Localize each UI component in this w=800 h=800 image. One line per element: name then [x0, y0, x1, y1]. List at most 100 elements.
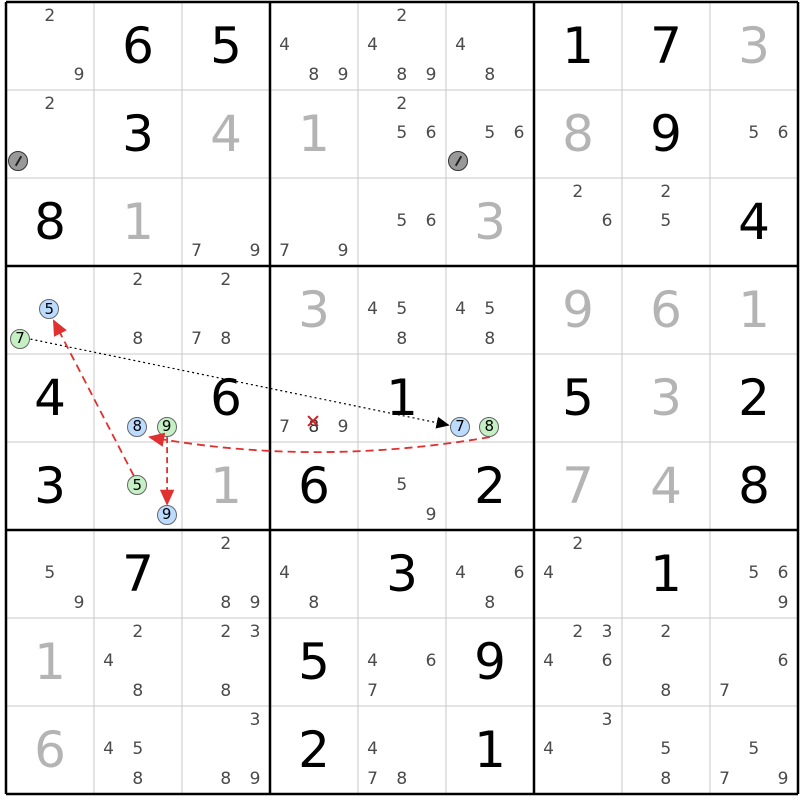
cell-r9c6[interactable]: 1 [446, 706, 534, 794]
cell-r9c4[interactable]: 2 [270, 706, 358, 794]
cell-r7c2[interactable]: 7 [94, 530, 182, 618]
cell-r3c2[interactable]: 1 [94, 178, 182, 266]
cell-r2c1[interactable]: 2 [6, 90, 94, 178]
cell-r1c2[interactable]: 6 [94, 2, 182, 90]
cell-digit: 1 [474, 721, 506, 779]
cell-r6c1[interactable]: 3 [6, 442, 94, 530]
candidate-5: 5 [396, 211, 408, 232]
cell-r9c1[interactable]: 6 [6, 706, 94, 794]
cell-r1c7[interactable]: 1 [534, 2, 622, 90]
cell-r3c9[interactable]: 4 [710, 178, 798, 266]
cell-r6c8[interactable]: 4 [622, 442, 710, 530]
cell-r1c8[interactable]: 7 [622, 2, 710, 90]
cell-r8c6[interactable]: 9 [446, 618, 534, 706]
cell-r6c4[interactable]: 6 [270, 442, 358, 530]
cell-r4c7[interactable]: 9 [534, 266, 622, 354]
candidate-6: 6 [513, 123, 525, 144]
candidate-8: 8 [660, 768, 672, 789]
candidate-6: 6 [777, 651, 789, 672]
cell-r3c1[interactable]: 8 [6, 178, 94, 266]
candidate-5: 5 [44, 563, 56, 584]
cell-r2c3[interactable]: 4 [182, 90, 270, 178]
cell-r6c6[interactable]: 2 [446, 442, 534, 530]
cell-r5c5[interactable]: 1 [358, 354, 446, 442]
candidate-9: 9 [337, 416, 349, 437]
cell-r2c2[interactable]: 3 [94, 90, 182, 178]
cell-r1c9[interactable]: 3 [710, 2, 798, 90]
candidate-3: 3 [601, 622, 613, 642]
cell-r7c8[interactable]: 1 [622, 530, 710, 618]
cell-r2c4[interactable]: 1 [270, 90, 358, 178]
cell-r2c8[interactable]: 9 [622, 90, 710, 178]
cell-r2c7[interactable]: 8 [534, 90, 622, 178]
cell-r5c1[interactable]: 4 [6, 354, 94, 442]
candidate-5: 5 [748, 563, 760, 584]
cell-r6c7[interactable]: 7 [534, 442, 622, 530]
cell-r4c9[interactable]: 1 [710, 266, 798, 354]
cell-r1c3[interactable]: 5 [182, 2, 270, 90]
candidate-5: 5 [748, 739, 760, 760]
cell-digit: 5 [562, 369, 594, 427]
cell-r5c8[interactable]: 3 [622, 354, 710, 442]
cell-r4c4[interactable]: 3 [270, 266, 358, 354]
candidate-4: 4 [367, 35, 378, 56]
candidate-7: 7 [367, 680, 378, 701]
cell-r8c1[interactable]: 1 [6, 618, 94, 706]
candidate-8: 8 [220, 328, 232, 349]
cell-r5c7[interactable]: 5 [534, 354, 622, 442]
cell-r6c9[interactable]: 8 [710, 442, 798, 530]
cell-digit: 6 [34, 721, 66, 779]
cell-r3c6[interactable]: 3 [446, 178, 534, 266]
cell-r8c4[interactable]: 5 [270, 618, 358, 706]
cell-digit: 7 [122, 545, 154, 603]
cell-r5c9[interactable]: 2 [710, 354, 798, 442]
candidate-6: 6 [513, 563, 525, 584]
cell-r6c3[interactable]: 1 [182, 442, 270, 530]
candidate-9: 9 [337, 64, 349, 85]
cell-r4c8[interactable]: 6 [622, 266, 710, 354]
candidate-2: 2 [572, 534, 584, 554]
cell-r7c5[interactable]: 3 [358, 530, 446, 618]
candidate-5: 5 [484, 299, 496, 320]
